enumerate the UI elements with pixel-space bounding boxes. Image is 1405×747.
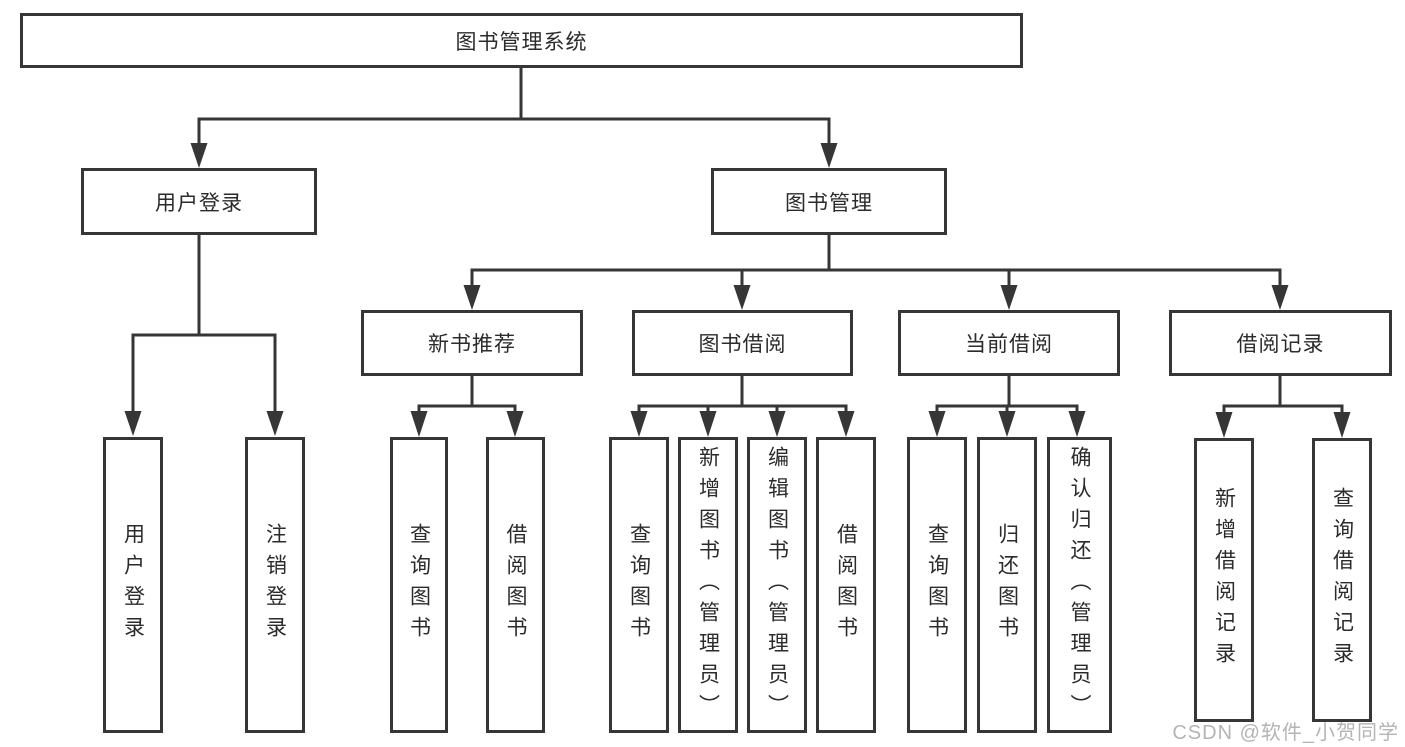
node-add-book-admin: 新增图书（管理员） <box>678 437 738 733</box>
node-query-books-3: 查询图书 <box>907 437 967 733</box>
node-system-root: 图书管理系统 <box>20 13 1023 68</box>
node-label: 确认归还（管理员） <box>1068 445 1091 725</box>
node-book-borrow: 图书借阅 <box>632 310 853 376</box>
node-label: 借阅图书 <box>834 523 858 647</box>
node-query-books-1: 查询图书 <box>390 437 448 733</box>
node-book-management: 图书管理 <box>711 168 947 235</box>
watermark-text: CSDN @软件_小贺同学 <box>1172 722 1399 744</box>
node-logout-leaf: 注销登录 <box>245 437 305 733</box>
node-label: 查询图书 <box>627 523 651 647</box>
node-label: 查询图书 <box>925 523 949 647</box>
node-label: 借阅记录 <box>1236 333 1325 356</box>
node-label: 查询图书 <box>407 523 431 647</box>
node-label: 新书推荐 <box>428 333 516 356</box>
node-label: 编辑图书（管理员） <box>765 445 789 725</box>
node-return-book: 归还图书 <box>977 437 1037 733</box>
connector-arrowheads <box>124 143 1351 438</box>
node-new-book-recommend: 新书推荐 <box>361 310 583 376</box>
node-label: 注销登录 <box>263 523 287 647</box>
node-label: 当前借阅 <box>965 333 1053 356</box>
node-borrow-books-1: 借阅图书 <box>486 437 545 733</box>
node-label: 新增图书（管理员） <box>696 445 720 725</box>
node-add-borrow-record: 新增借阅记录 <box>1194 438 1254 722</box>
node-label: 图书管理系统 <box>455 30 588 54</box>
node-label: 图书借阅 <box>698 333 787 356</box>
node-label: 归还图书 <box>995 523 1019 647</box>
node-label: 图书管理 <box>785 191 873 215</box>
node-label: 用户登录 <box>121 523 145 647</box>
node-borrow-books-2: 借阅图书 <box>816 437 876 733</box>
node-label: 借阅图书 <box>504 523 527 647</box>
node-label: 用户登录 <box>155 191 243 215</box>
node-query-books-2: 查询图书 <box>609 437 669 733</box>
node-user-login: 用户登录 <box>81 168 317 235</box>
node-borrow-records: 借阅记录 <box>1169 310 1392 376</box>
node-confirm-return-admin: 确认归还（管理员） <box>1047 437 1112 733</box>
node-label: 查询借阅记录 <box>1330 487 1354 673</box>
node-current-borrow: 当前借阅 <box>898 310 1120 376</box>
node-edit-book-admin: 编辑图书（管理员） <box>747 437 807 733</box>
node-query-borrow-record: 查询借阅记录 <box>1312 438 1372 722</box>
node-login-leaf: 用户登录 <box>103 437 163 733</box>
node-label: 新增借阅记录 <box>1212 487 1236 673</box>
